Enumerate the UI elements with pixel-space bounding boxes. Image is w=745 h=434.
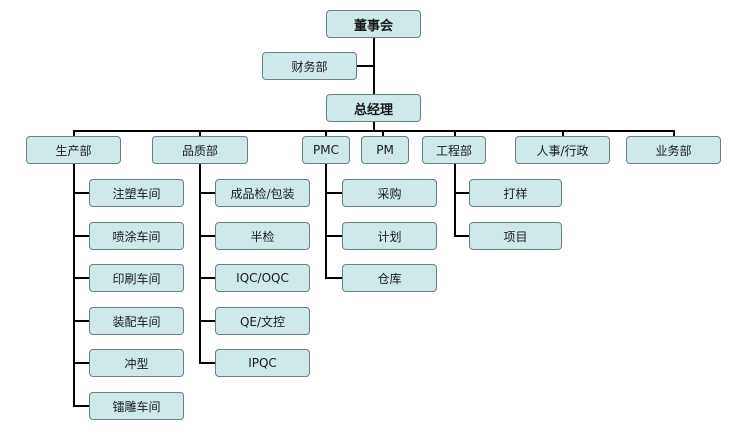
node-projects: 项目 bbox=[469, 222, 562, 250]
connector bbox=[373, 121, 375, 131]
connector bbox=[325, 164, 327, 278]
connector bbox=[199, 235, 215, 237]
connector bbox=[73, 277, 89, 279]
connector bbox=[454, 192, 469, 194]
node-printing: 印刷车间 bbox=[89, 264, 184, 292]
node-stamping: 冲型 bbox=[89, 349, 184, 377]
node-quality: 品质部 bbox=[152, 136, 248, 164]
connector bbox=[199, 362, 215, 364]
connector bbox=[373, 37, 375, 94]
node-pmc: PMC bbox=[302, 136, 350, 164]
connector bbox=[325, 235, 342, 237]
connector bbox=[325, 192, 342, 194]
node-injection: 注塑车间 bbox=[89, 179, 184, 207]
connector bbox=[454, 164, 456, 236]
connector bbox=[199, 130, 201, 137]
node-engraving: 镭雕车间 bbox=[89, 392, 184, 420]
connector bbox=[562, 130, 564, 137]
connector bbox=[199, 277, 215, 279]
connector bbox=[382, 130, 384, 137]
node-qe-doc: QE/文控 bbox=[215, 307, 310, 335]
node-gm: 总经理 bbox=[326, 94, 421, 122]
connector bbox=[454, 130, 456, 137]
node-iqc-oqc: IQC/OQC bbox=[215, 264, 310, 292]
connector bbox=[73, 405, 89, 407]
node-production: 生产部 bbox=[26, 136, 121, 164]
connector bbox=[73, 130, 75, 137]
node-engineering: 工程部 bbox=[422, 136, 486, 164]
node-purchasing: 采购 bbox=[342, 179, 437, 207]
node-warehouse: 仓库 bbox=[342, 264, 437, 292]
node-finance: 财务部 bbox=[262, 52, 357, 80]
node-ipqc: IPQC bbox=[215, 349, 310, 377]
connector bbox=[673, 130, 675, 137]
connector bbox=[73, 192, 89, 194]
connector bbox=[454, 235, 469, 237]
node-sampling: 打样 bbox=[469, 179, 562, 207]
connector bbox=[73, 235, 89, 237]
node-assembly: 装配车间 bbox=[89, 307, 184, 335]
node-pm: PM bbox=[361, 136, 409, 164]
node-hr: 人事/行政 bbox=[515, 136, 610, 164]
connector bbox=[199, 320, 215, 322]
connector bbox=[325, 277, 342, 279]
connector bbox=[73, 130, 675, 132]
connector bbox=[73, 164, 75, 406]
node-planning: 计划 bbox=[342, 222, 437, 250]
connector bbox=[356, 65, 374, 67]
connector bbox=[199, 164, 201, 363]
node-sales: 业务部 bbox=[626, 136, 721, 164]
connector bbox=[73, 362, 89, 364]
node-semi-inspection: 半检 bbox=[215, 222, 310, 250]
connector bbox=[73, 320, 89, 322]
node-spraying: 喷涂车间 bbox=[89, 222, 184, 250]
connector bbox=[325, 130, 327, 137]
connector bbox=[199, 192, 215, 194]
node-board: 董事会 bbox=[326, 10, 421, 38]
node-final-inspection: 成品检/包装 bbox=[215, 179, 310, 207]
